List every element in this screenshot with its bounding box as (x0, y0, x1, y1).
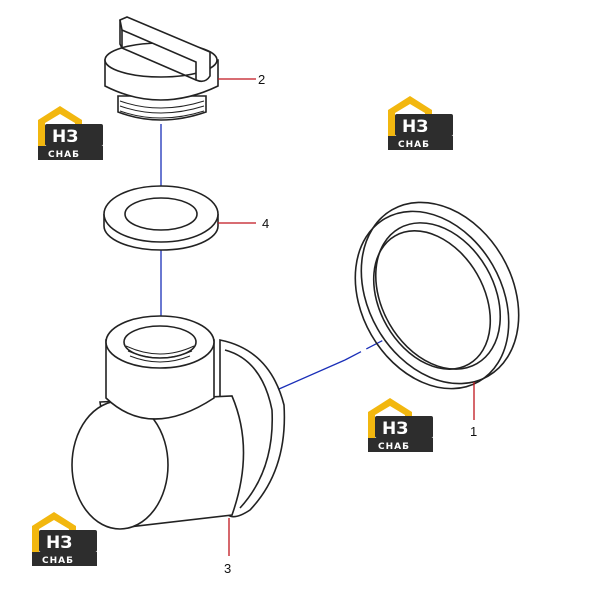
svg-text:НЗ: НЗ (382, 419, 408, 439)
callout-2: 2 (258, 72, 265, 87)
watermark-logo: НЗ СНАБ (388, 96, 453, 150)
svg-text:НЗ: НЗ (402, 117, 428, 137)
svg-text:СНАБ: СНАБ (48, 150, 80, 160)
watermark-logo: НЗ СНАБ (368, 398, 433, 452)
part-3-elbow-fitting (71, 315, 286, 530)
callout-3: 3 (224, 561, 231, 576)
callout-1: 1 (470, 424, 477, 439)
watermark-logo: НЗ СНАБ (32, 512, 97, 566)
watermark-logo: НЗ СНАБ (38, 106, 103, 160)
svg-text:НЗ: НЗ (52, 127, 78, 147)
leader-lines (218, 78, 475, 556)
part-4-gasket (103, 185, 219, 251)
svg-text:СНАБ: СНАБ (42, 556, 74, 566)
callout-4: 4 (262, 216, 269, 231)
svg-text:СНАБ: СНАБ (378, 442, 410, 452)
svg-text:НЗ: НЗ (46, 533, 72, 553)
part-2-plug (104, 16, 219, 121)
svg-text:СНАБ: СНАБ (398, 140, 430, 150)
part-1-o-ring (354, 201, 520, 390)
